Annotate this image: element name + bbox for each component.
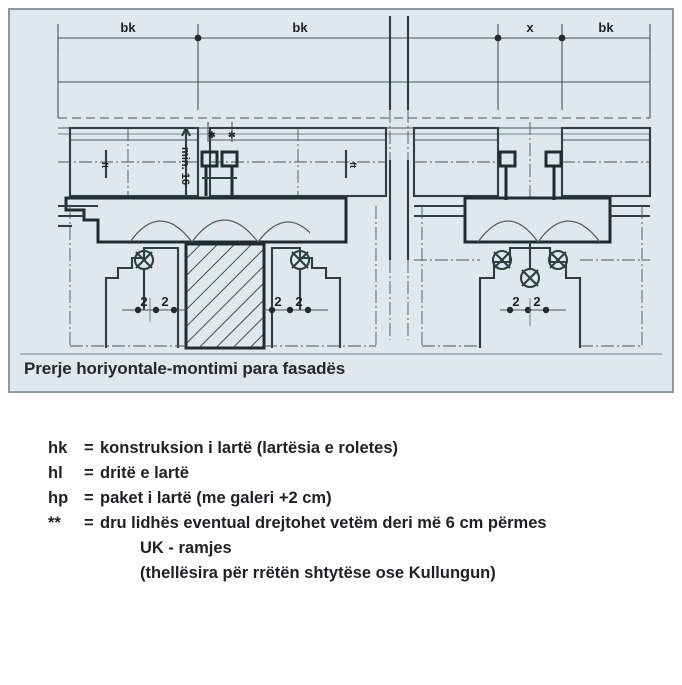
dimension-label-bk-2: bk <box>292 20 308 35</box>
dimension-label-x: x <box>526 20 534 35</box>
gap-label-5: 2 <box>512 294 519 309</box>
drawing-caption: Prerje horiyontale-montimi para fasadës <box>24 359 346 378</box>
legend-text: dritë e lartë <box>100 464 189 482</box>
legend-equals: = <box>84 489 94 507</box>
asterisk-marker-1: ✱ <box>208 130 216 140</box>
legend-equals: = <box>84 439 94 457</box>
gap-label-3: 2 <box>274 294 281 309</box>
right-masonry-lintel <box>414 196 650 244</box>
timber-section-hatched <box>184 242 266 350</box>
right-jamb-profile <box>478 242 582 348</box>
gap-label-6: 2 <box>533 294 540 309</box>
gap-label-4: 2 <box>295 294 302 309</box>
min-16-label: min. 16 <box>179 147 191 185</box>
legend-text: konstruksion i lartë (lartësia e roletes… <box>100 439 399 457</box>
left-jamb-profile <box>104 246 342 348</box>
legend-continuation: (thellësira për rrëtën shtytëse ose Kull… <box>140 564 496 582</box>
asterisk-marker-group: ✱ ✱ <box>207 122 236 142</box>
section-break-line <box>388 16 410 340</box>
legend-text: dru lidhës eventual drejtohet vetëm deri… <box>100 514 547 532</box>
legend-text: paket i lartë (me galeri +2 cm) <box>100 489 332 507</box>
left-masonry-lintel <box>58 196 348 244</box>
technical-drawing-panel: bk bk x bk <box>8 8 674 393</box>
dimension-label-bk-1: bk <box>120 20 136 35</box>
gap-label-2: 2 <box>161 294 168 309</box>
legend-key: hp <box>48 489 69 507</box>
gap-dimension-left-2: 2 2 <box>264 294 328 314</box>
legend-key: ** <box>48 514 61 532</box>
legend-row: ** = dru lidhës eventual drejtohet vetëm… <box>8 511 674 536</box>
right-bracket-hardware <box>498 150 563 200</box>
right-roller-shutter-box <box>412 122 652 200</box>
legend-key: hl <box>48 464 63 482</box>
left-lower-boundary <box>69 206 377 347</box>
legend-row: hl = dritë e lartë <box>8 461 674 486</box>
gap-dimension-right: 2 2 <box>500 294 566 326</box>
small-vertical-dimension-right: ft <box>344 150 358 178</box>
small-label-left: ft <box>100 162 110 168</box>
legend-equals: = <box>84 464 94 482</box>
small-label-right: ft <box>348 162 358 168</box>
legend-row: hp = paket i lartë (me galeri +2 cm) <box>8 486 674 511</box>
gap-label-1: 2 <box>140 294 147 309</box>
legend-block: hk = konstruksion i lartë (lartësia e ro… <box>8 436 674 586</box>
horizontal-section-drawing: bk bk x bk <box>20 16 662 355</box>
left-roller-shutter-box <box>58 126 388 198</box>
left-bracket-hardware <box>200 150 239 196</box>
dimension-label-bk-3: bk <box>598 20 614 35</box>
min-height-annotation: min. 16 <box>179 127 191 196</box>
top-dimension-chain <box>57 24 651 118</box>
gap-dimension-left: 2 2 <box>122 294 186 322</box>
legend-row: hk = konstruksion i lartë (lartësia e ro… <box>8 436 674 461</box>
legend-continuation: UK - ramjes <box>140 539 232 557</box>
legend-key: hk <box>48 439 68 457</box>
small-vertical-dimension-left: ft <box>100 150 110 178</box>
right-lower-boundary <box>414 206 650 347</box>
legend-equals: = <box>84 514 94 532</box>
